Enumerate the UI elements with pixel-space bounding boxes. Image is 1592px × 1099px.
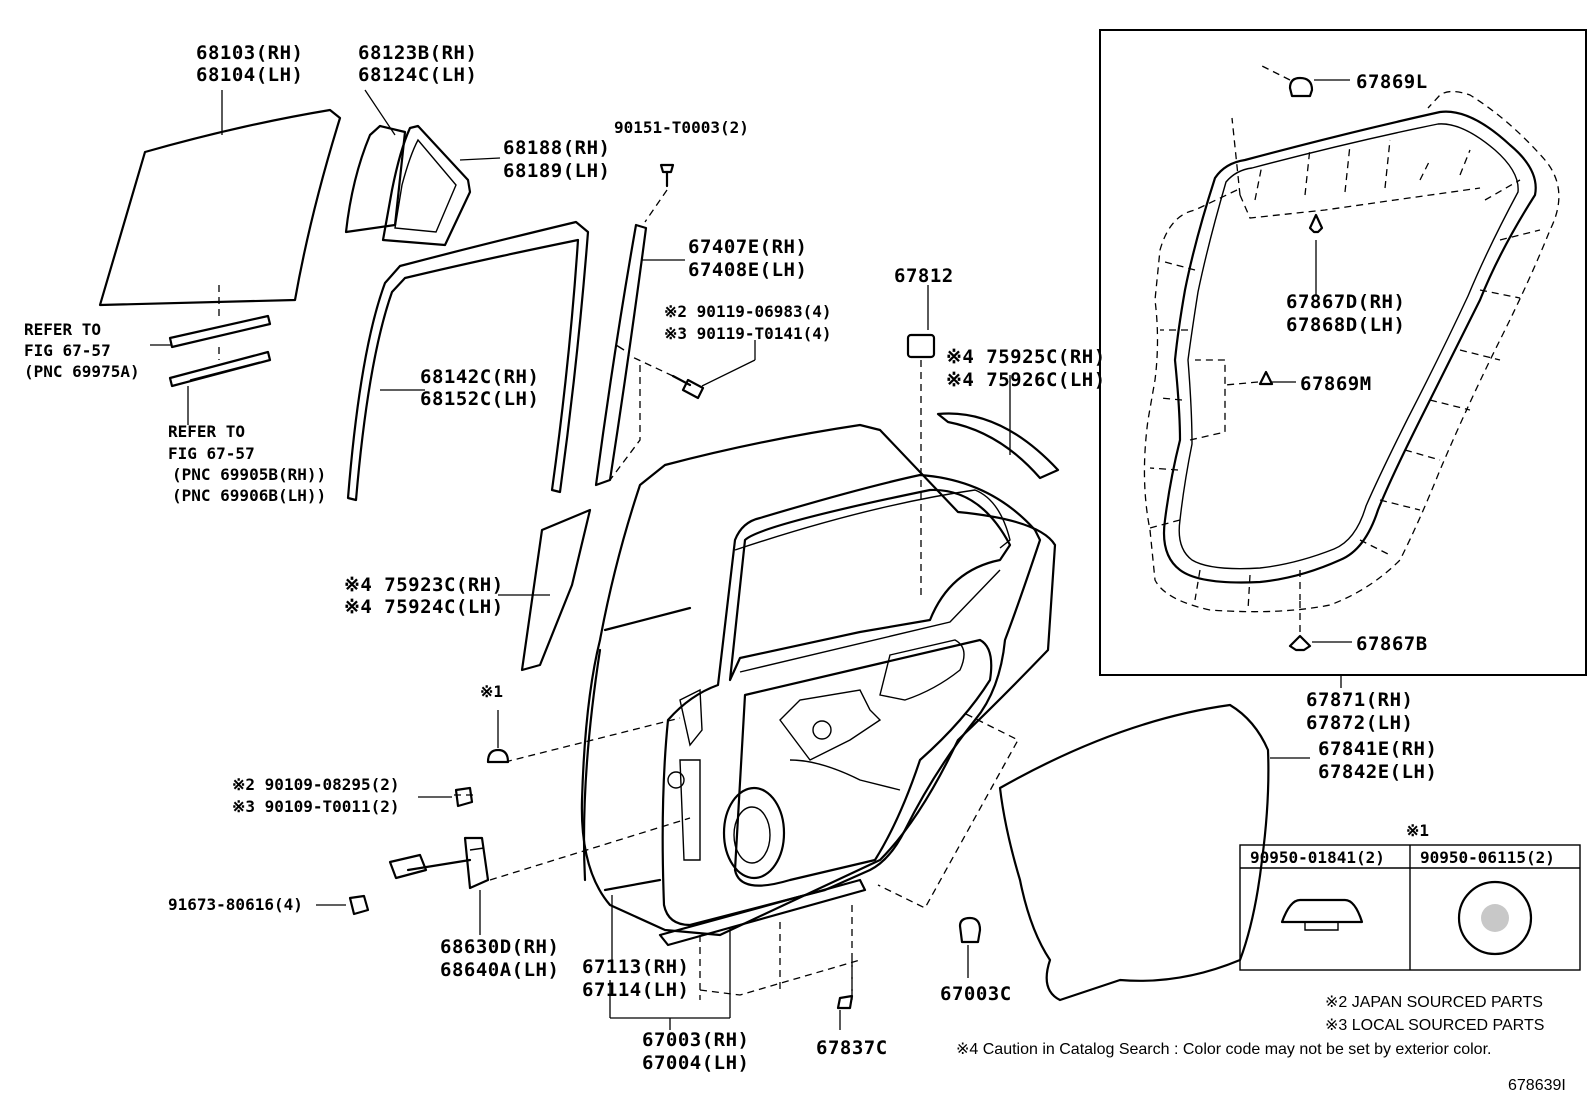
- quarter-glass: [344, 124, 407, 234]
- label-mark1: ※1: [480, 682, 503, 701]
- label-90151: 90151-T0003(2): [614, 118, 749, 137]
- note-japan-sourced: ※2 JAPAN SOURCED PARTS: [1325, 994, 1543, 1011]
- label-67837c: 67837C: [816, 1037, 888, 1059]
- clip-67867b: [1288, 598, 1352, 652]
- label-67004: 67004(LH): [642, 1052, 749, 1074]
- label-67867d: 67867D(RH): [1286, 291, 1405, 313]
- division-bar: [594, 223, 648, 487]
- clip-67869l: [1259, 64, 1350, 98]
- label-67114: 67114(LH): [582, 979, 689, 1001]
- label-68189: 68189(LH): [503, 160, 610, 182]
- refer2-line2: FIG 67-57: [168, 444, 255, 463]
- label-67812: 67812: [894, 265, 954, 287]
- label-67407e: 67407E(RH): [688, 236, 807, 258]
- clip-67869m: [1224, 370, 1296, 386]
- rear-door-panel: [580, 423, 1057, 947]
- label-90109-b: ※3 90109-T0011(2): [232, 797, 400, 816]
- refer2-line3: (PNC 69905B(RH)): [172, 465, 326, 484]
- door-glass: [98, 108, 342, 318]
- screw-90151: [644, 163, 675, 223]
- belt-moulding-strips: [168, 314, 272, 388]
- refer2-line1: REFER TO: [168, 422, 245, 441]
- refer2-line4: (PNC 69906B(LH)): [172, 486, 326, 505]
- label-68104: 68104(LH): [196, 64, 303, 86]
- label-90119-b: ※3 90119-T0141(4): [664, 324, 832, 343]
- label-75925c: ※4 75925C(RH): [946, 346, 1106, 368]
- label-68640a: 68640A(LH): [440, 959, 559, 981]
- clip-67812: [906, 333, 936, 600]
- label-68124c: 68124C(LH): [358, 64, 477, 86]
- label-68188: 68188(RH): [503, 137, 610, 159]
- label-68103: 68103(RH): [196, 42, 303, 64]
- label-67408e: 67408E(LH): [688, 259, 807, 281]
- label-68123b: 68123B(RH): [358, 42, 477, 64]
- label-75923c: ※4 75923C(RH): [344, 574, 504, 596]
- label-68152c: 68152C(LH): [420, 388, 539, 410]
- label-75924c: ※4 75924C(LH): [344, 596, 504, 618]
- refer1-line1: REFER TO: [24, 320, 101, 339]
- door-check: [388, 836, 490, 935]
- door-weatherstrip: [1162, 110, 1537, 584]
- figure-id: 678639I: [1508, 1077, 1566, 1094]
- clip-67867d: [1308, 213, 1324, 295]
- clip-67837c: [836, 994, 854, 1010]
- clip-table-col2: 90950-06115(2): [1420, 848, 1555, 867]
- label-67113: 67113(RH): [582, 956, 689, 978]
- label-67867b: 67867B: [1356, 633, 1428, 655]
- quarter-glass-weatherstrip: [381, 124, 472, 247]
- label-67869l: 67869L: [1356, 71, 1428, 93]
- label-67871: 67871(RH): [1306, 689, 1413, 711]
- refer1-line2: FIG 67-57: [24, 341, 111, 360]
- bolt-90109: [418, 786, 474, 808]
- label-67003c: 67003C: [940, 983, 1012, 1005]
- note-local-sourced: ※3 LOCAL SOURCED PARTS: [1325, 1017, 1544, 1034]
- refer1-line3: (PNC 69975A): [24, 362, 140, 381]
- door-outline-dashed: [1143, 90, 1560, 613]
- note-color-caution: ※4 Caution in Catalog Search : Color cod…: [956, 1041, 1491, 1058]
- screw-90119: [609, 354, 705, 481]
- clip-table-mark: ※1: [1406, 821, 1429, 840]
- label-68142c: 68142C(RH): [420, 366, 539, 388]
- label-67841e: 67841E(RH): [1318, 738, 1437, 760]
- bolt-91673: [316, 894, 370, 916]
- label-68630d: 68630D(RH): [440, 936, 559, 958]
- label-75926c: ※4 75926C(LH): [946, 369, 1106, 391]
- clip-mark1: [486, 710, 510, 764]
- label-90109-a: ※2 90109-08295(2): [232, 775, 400, 794]
- door-service-hole-cover: [998, 703, 1310, 1002]
- label-90119-a: ※2 90119-06983(4): [664, 302, 832, 321]
- label-67003: 67003(RH): [642, 1029, 749, 1051]
- leader-lines: [150, 89, 1011, 1030]
- clip-table: [1239, 844, 1581, 971]
- frame-garnish-rear: [936, 412, 1060, 480]
- plug-67003c: [958, 916, 982, 944]
- run-channel: [346, 220, 590, 502]
- frame-garnish-front: [520, 508, 592, 672]
- label-67842e: 67842E(LH): [1318, 761, 1437, 783]
- clip-table-col1: 90950-01841(2): [1250, 848, 1385, 867]
- label-67868d: 67868D(LH): [1286, 314, 1405, 336]
- weatherstrip-detail-box: [1099, 29, 1587, 676]
- label-67869m: 67869M: [1300, 373, 1372, 395]
- label-91673: 91673-80616(4): [168, 895, 303, 914]
- label-67872: 67872(LH): [1306, 712, 1413, 734]
